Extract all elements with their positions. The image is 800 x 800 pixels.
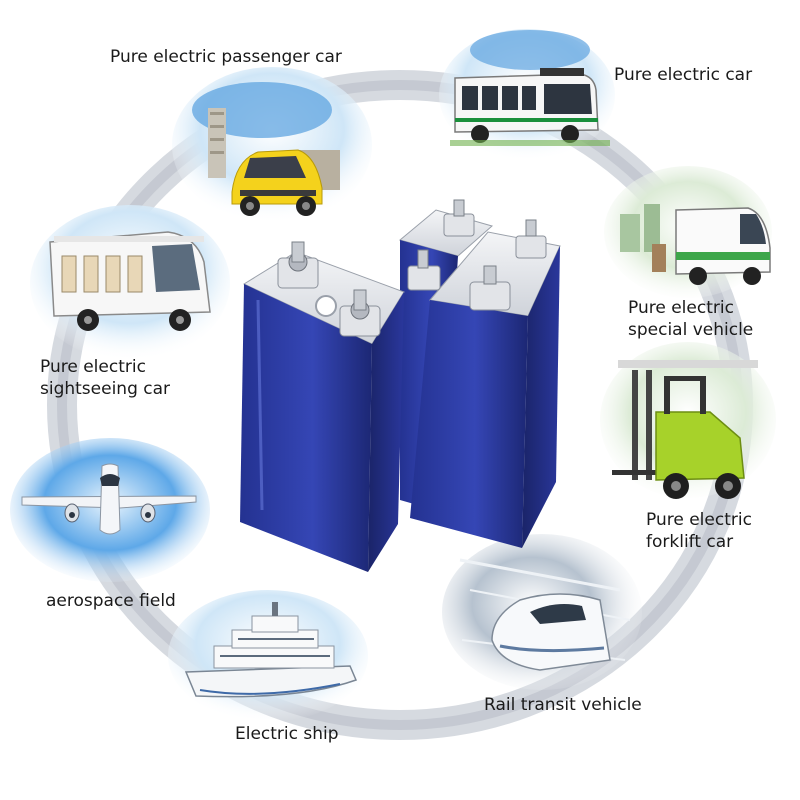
passenger-car-icon: [172, 67, 372, 223]
sightseeing-car-icon: [30, 205, 230, 361]
ship-icon: [168, 590, 368, 722]
label-rail-transit-vehicle: Rail transit vehicle: [484, 695, 642, 715]
label-aerospace-field: aerospace field: [46, 591, 176, 611]
label-electric-ship: Electric ship: [235, 724, 339, 744]
electric-bus-icon: [439, 29, 615, 161]
label-pure-electric-special-vehicle: Pure electric special vehicle: [628, 298, 754, 340]
label-pure-electric-forklift-car: Pure electric forklift car: [646, 510, 752, 552]
airplane-icon: [10, 438, 210, 582]
label-pure-electric-passenger-car: Pure electric passenger car: [110, 47, 342, 67]
label-pure-electric-car: Pure electric car: [614, 65, 753, 85]
bullet-train-icon: [442, 534, 642, 690]
label-pure-electric-sightseeing-car: Pure electric sightseeing car: [40, 357, 171, 399]
delivery-van-icon: [604, 166, 772, 298]
lifepo4-prismatic-battery-cells-icon: [240, 199, 561, 572]
forklift-icon: [600, 342, 776, 499]
